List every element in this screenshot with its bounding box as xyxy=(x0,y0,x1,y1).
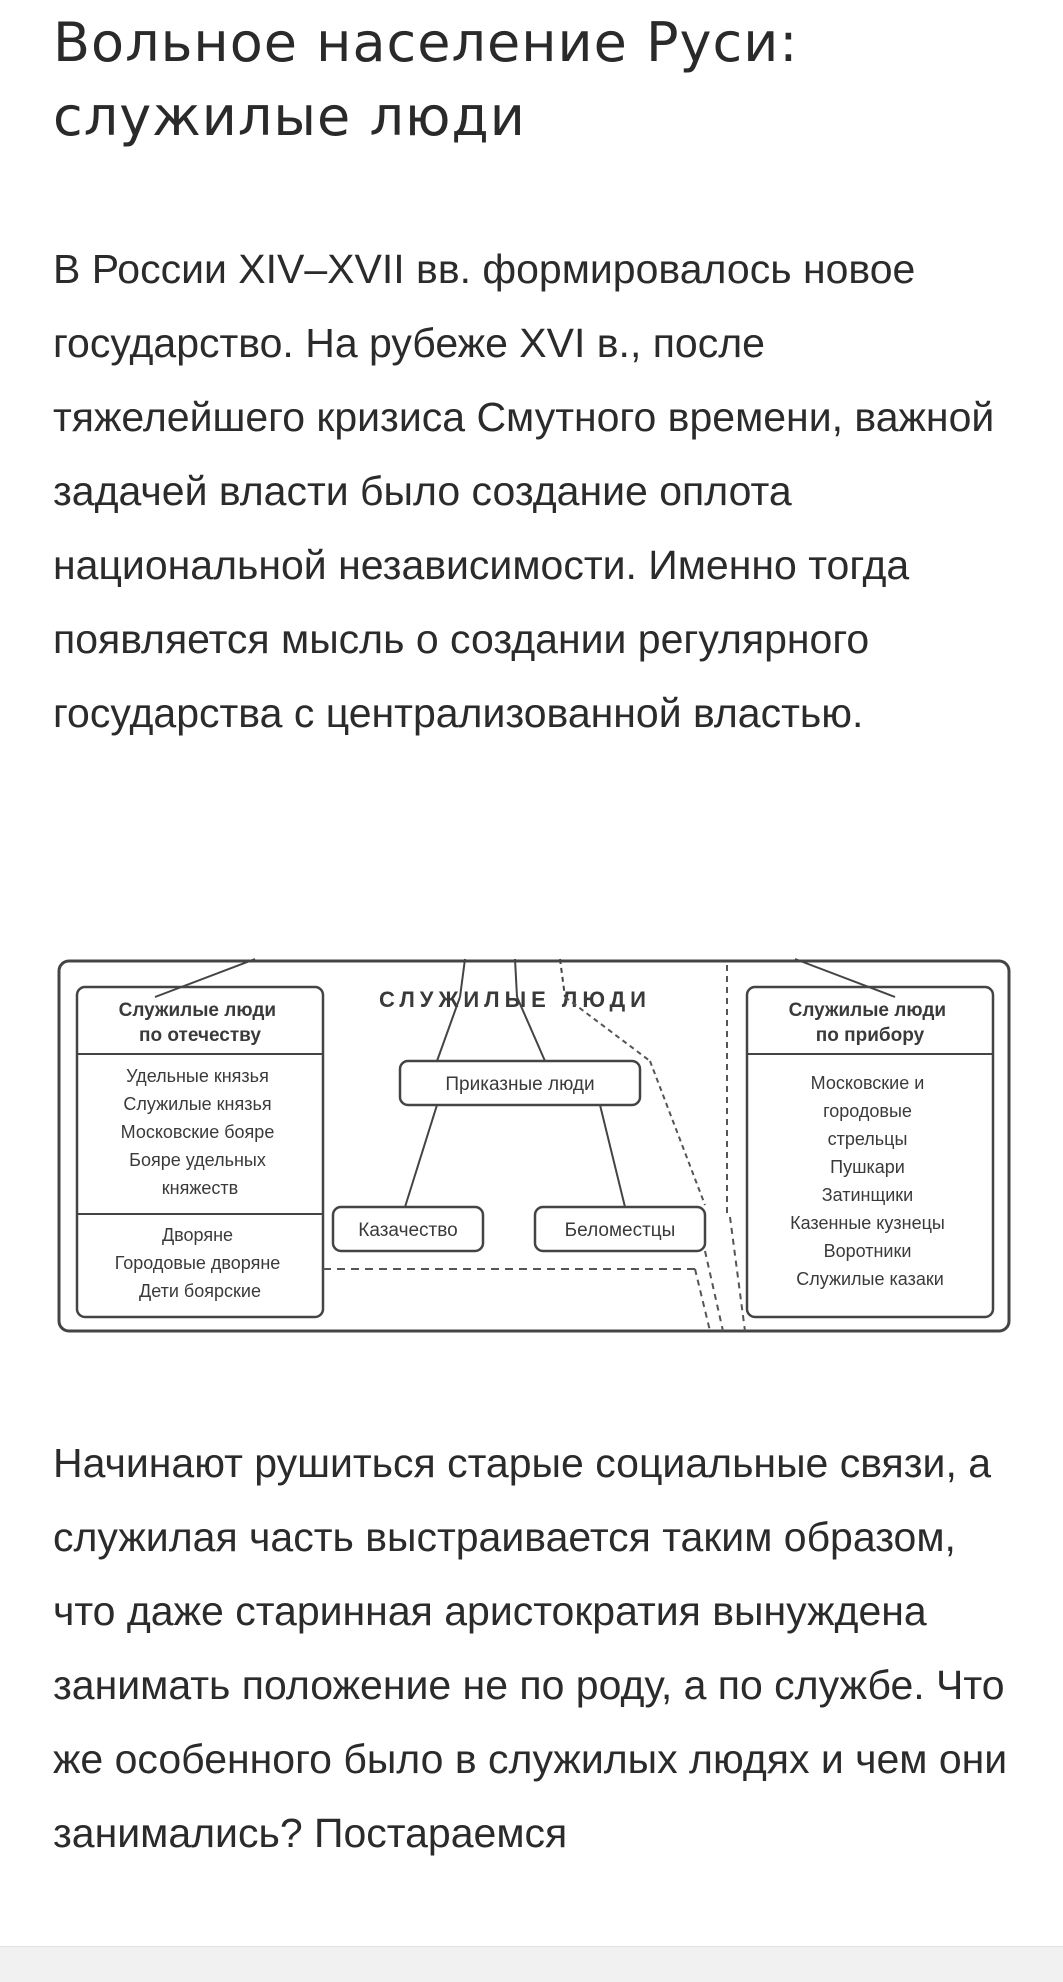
left-box xyxy=(75,985,325,1319)
box-prikaznye xyxy=(398,1059,642,1107)
left-box-header: Служилые люди по отечеству xyxy=(119,1000,282,1046)
box-kazachestvo xyxy=(331,1205,485,1253)
article-title: Вольное население Руси: служилые люди xyxy=(53,11,799,148)
connector-line xyxy=(459,958,466,998)
article-paragraph: Начинают рушиться старые социальные связ… xyxy=(53,1440,1008,1856)
diagram-center-title: СЛУЖИЛЫЕ ЛЮДИ xyxy=(379,987,651,1012)
right-box-items: Московские и городовые стрельцы Пушкари … xyxy=(790,1073,950,1289)
right-box xyxy=(745,985,995,1319)
service-people-diagram: СЛУЖИЛЫЕ ЛЮДИ Служилые люди по отечеству… xyxy=(55,957,1015,1342)
connector-line xyxy=(514,958,518,998)
left-box-group-2: Дворяне Городовые дворяне Дети боярские xyxy=(115,1225,286,1301)
box-kazachestvo-label: Казачество xyxy=(358,1220,457,1241)
right-box-header: Служилые люди по прибору xyxy=(789,1000,952,1046)
box-belomestcy-label: Беломестцы xyxy=(565,1220,676,1241)
connector-line xyxy=(794,958,896,998)
bottom-bar xyxy=(0,1946,1063,1982)
connector-line xyxy=(154,958,256,998)
box-belomestcy xyxy=(533,1205,707,1253)
article-paragraph: В России XIV–XVII вв. формировалось ново… xyxy=(53,246,995,736)
article: Вольное население Руси: служилые люди В … xyxy=(53,0,1023,1856)
box-prikaznye-label: Приказные люди xyxy=(445,1074,594,1095)
diagram-frame xyxy=(57,959,1011,1333)
connector-line xyxy=(559,958,566,998)
left-box-group-1: Удельные князья Служилые князья Московск… xyxy=(121,1066,280,1198)
